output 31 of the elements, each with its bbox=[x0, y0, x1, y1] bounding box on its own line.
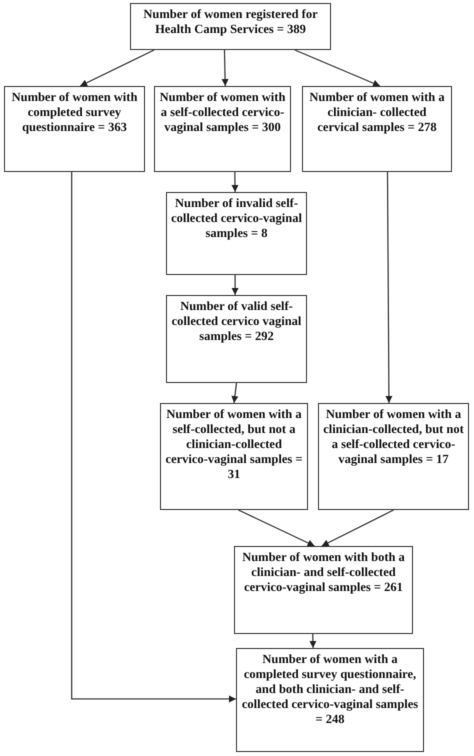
box-text: Number of women with a self-collected cervico-vaginal samples = 300 bbox=[159, 90, 286, 135]
box-text: Number of invalid self-collected cervico-vaginal samples = 8 bbox=[171, 196, 302, 241]
box-text: Number of women with completed survey questionnaire = 363 bbox=[10, 90, 138, 135]
process-box bbox=[302, 86, 452, 172]
arrow bbox=[294, 49, 380, 87]
arrow bbox=[238, 509, 315, 547]
arrow bbox=[321, 509, 394, 547]
arrow bbox=[231, 382, 238, 404]
process-box bbox=[154, 86, 291, 172]
process-box bbox=[160, 403, 308, 510]
process-box bbox=[130, 3, 331, 50]
box-text: Number of women with a self-collected, but not a clinician-collected cervico-vaginal samples = 31 bbox=[165, 407, 303, 482]
process-box bbox=[318, 403, 469, 510]
arrow bbox=[385, 172, 392, 403]
box-text: Number of women with a clinician- collected cervical samples = 278 bbox=[308, 90, 446, 135]
arrow bbox=[80, 49, 154, 87]
box-text: Number of women with a clinician-collected, but not a self-collected cervico-vaginal samples = 17 bbox=[323, 407, 464, 467]
box-text: Number of women with both a clinician- and self-collected cervico-vaginal samples = 261 bbox=[241, 550, 406, 595]
process-box bbox=[166, 295, 307, 383]
arrow bbox=[71, 172, 236, 702]
process-box bbox=[234, 546, 413, 634]
arrow bbox=[309, 634, 316, 648]
arrow bbox=[232, 275, 239, 295]
process-box bbox=[236, 648, 424, 752]
process-box bbox=[166, 192, 307, 275]
arrow bbox=[232, 172, 238, 192]
arrow bbox=[222, 50, 229, 86]
box-text: Number of valid self-collected cervico vaginal samples = 292 bbox=[171, 299, 302, 344]
process-box bbox=[4, 86, 145, 172]
box-text: Number of women registered for Health Camp Services = 389 bbox=[142, 7, 319, 37]
box-text: Number of women with a completed survey questionnaire, and both clinician- and self-collected cervico-vaginal samples = 248 bbox=[241, 652, 419, 727]
